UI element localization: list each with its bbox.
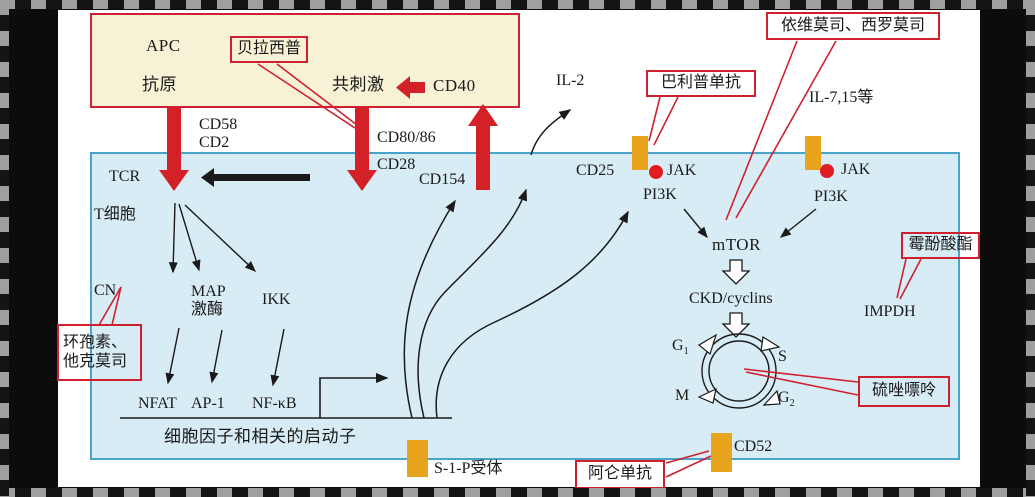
frame-dash-bottom — [0, 488, 1035, 497]
label-cn: CN — [94, 282, 117, 299]
frame-dash-left — [0, 0, 9, 497]
label-ckd-cyclins: CKD/cyclins — [689, 290, 773, 307]
label-jak-right: JAK — [841, 161, 871, 178]
label-map: MAP — [191, 283, 226, 300]
label-antigen: 抗原 — [142, 75, 177, 94]
label-nfat: NFAT — [138, 395, 177, 412]
drug-box-belatacept: 贝拉西普 — [230, 36, 308, 63]
frame-dash-right — [1026, 0, 1035, 497]
label-pi3k-right: PI3K — [814, 188, 848, 205]
label-costimulation: 共刺激 — [332, 75, 385, 94]
label-s1p-receptor: S-1-P受体 — [434, 460, 503, 477]
label-kinase: 激酶 — [191, 301, 224, 318]
label-impdh: IMPDH — [864, 303, 916, 320]
label-cd2: CD2 — [199, 134, 230, 151]
label-m-phase: M — [675, 387, 690, 404]
frame-dash-top — [0, 0, 1035, 9]
drug-box-alemtuzumab: 阿仑单抗 — [575, 460, 665, 489]
label-cd80-86: CD80/86 — [377, 129, 436, 146]
label-il2: IL-2 — [556, 72, 585, 89]
label-ap1: AP-1 — [191, 395, 225, 412]
label-mtor: mTOR — [712, 235, 761, 254]
drug-box-mycophenolate: 霉酚酸酯 — [901, 232, 980, 259]
label-apc: APC — [146, 36, 181, 55]
label-ikk: IKK — [262, 291, 291, 308]
label-pi3k-left: PI3K — [643, 186, 677, 203]
label-nfkb: NF-κB — [252, 395, 297, 412]
label-il7-15: IL-7,15等 — [809, 89, 874, 106]
drug-box-cyclosporine-tacrolimus: 环孢素、 他克莫司 — [57, 324, 142, 381]
label-cd25: CD25 — [576, 162, 615, 179]
drug-box-basiliximab: 巴利普单抗 — [646, 70, 756, 97]
label-g2: G2 — [778, 389, 795, 410]
label-cd40: CD40 — [433, 76, 476, 95]
label-cd28: CD28 — [377, 156, 416, 173]
label-promoter: 细胞因子和相关的启动子 — [164, 427, 357, 446]
label-cd52: CD52 — [734, 438, 773, 455]
label-cd58: CD58 — [199, 116, 238, 133]
label-t-cell: T细胞 — [94, 206, 136, 223]
label-cd154: CD154 — [419, 171, 466, 188]
label-tcr: TCR — [109, 168, 141, 185]
label-s-phase: S — [778, 348, 787, 365]
label-g1: G1 — [672, 337, 689, 358]
drug-box-everolimus-sirolimus: 依维莫司、西罗莫司 — [766, 12, 940, 40]
drug-box-azathioprine: 硫唑嘌呤 — [858, 376, 950, 407]
label-jak-left: JAK — [667, 162, 697, 179]
